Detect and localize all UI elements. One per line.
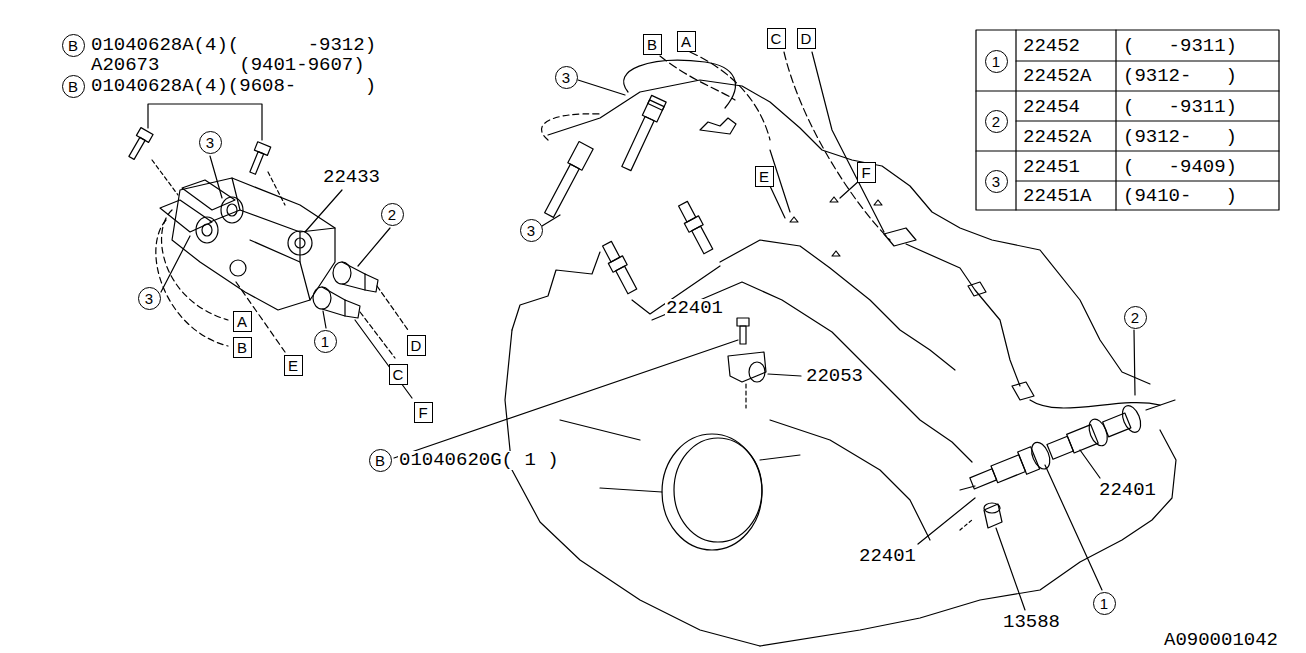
reference-letter: C: [771, 31, 782, 46]
reference-letter-box: C: [767, 28, 786, 49]
callout-circle: 1: [314, 330, 337, 353]
table-cell: 22451A: [1022, 187, 1092, 206]
callout-circle: B: [62, 34, 85, 57]
part-number: 22433: [322, 168, 381, 187]
table-cell: ( -9311): [1122, 37, 1238, 56]
callout-number: 3: [527, 223, 535, 238]
callout-circle: 1: [985, 50, 1008, 73]
callout-number: 1: [321, 334, 329, 349]
reference-letter: A: [237, 314, 247, 329]
reference-letter-box: E: [755, 166, 774, 187]
reference-letter: F: [861, 165, 870, 180]
reference-letter: C: [393, 367, 404, 382]
callout-number: B: [375, 453, 385, 468]
reference-letter-box: B: [643, 34, 662, 55]
callout-circle: 2: [381, 203, 404, 226]
table-cell: (9312- ): [1122, 128, 1238, 147]
part-number: 22401: [858, 547, 917, 566]
reference-letter: E: [759, 169, 769, 184]
reference-letter: F: [418, 405, 427, 420]
table-cell: 22452: [1022, 37, 1081, 56]
callout-circle: 3: [138, 287, 161, 310]
callout-circle: 2: [985, 110, 1008, 133]
reference-letter: B: [647, 37, 657, 52]
reference-letter: B: [237, 340, 247, 355]
part-number: A20673 (9401-9607): [90, 56, 366, 75]
part-number: A090001042: [1163, 631, 1279, 650]
part-number: 22053: [805, 367, 864, 386]
part-number: 13588: [1002, 613, 1061, 632]
reference-letter-box: F: [414, 402, 433, 423]
reference-letter-box: C: [389, 364, 408, 385]
reference-letter: E: [288, 358, 298, 373]
callout-number: 2: [1131, 310, 1139, 325]
reference-letter-box: A: [677, 31, 696, 52]
callout-circle: 3: [520, 219, 543, 242]
callout-number: 3: [206, 135, 214, 150]
table-cell: (9410- ): [1122, 187, 1238, 206]
callout-number: 2: [992, 114, 1000, 129]
callout-circle: B: [62, 75, 85, 98]
part-number: 01040620G( 1 ): [398, 451, 560, 470]
callout-number: B: [68, 79, 78, 94]
callout-circle: 3: [985, 170, 1008, 193]
callout-number: 3: [992, 174, 1000, 189]
table-cell: ( -9311): [1122, 98, 1238, 117]
reference-letter: A: [681, 34, 691, 49]
callout-number: 3: [562, 70, 570, 85]
reference-letter: D: [411, 338, 422, 353]
reference-letter-box: B: [233, 337, 252, 358]
callout-circle: 3: [555, 66, 578, 89]
part-number: 01040628A(4)(9608- ): [90, 77, 377, 96]
callout-number: 1: [992, 54, 1000, 69]
table-cell: ( -9409): [1122, 158, 1238, 177]
callout-number: 2: [388, 207, 396, 222]
callout-number: 3: [145, 291, 153, 306]
reference-letter-box: D: [407, 335, 426, 356]
table-cell: 22451: [1022, 158, 1081, 177]
table-cell: 22454: [1022, 98, 1081, 117]
part-number: 01040628A(4)( -9312): [90, 36, 377, 55]
callout-circle: 3: [199, 131, 222, 154]
reference-letter-box: F: [857, 162, 876, 183]
part-number: 22401: [1098, 481, 1157, 500]
part-number: 22401: [665, 299, 724, 318]
table-cell: 22452A: [1022, 128, 1092, 147]
callout-circle: 2: [1124, 306, 1147, 329]
callout-number: B: [68, 38, 78, 53]
table-cell: (9312- ): [1122, 67, 1238, 86]
callout-number: 1: [1100, 596, 1108, 611]
table-cell: 22452A: [1022, 67, 1092, 86]
reference-letter-box: E: [284, 355, 303, 376]
reference-letter-box: A: [233, 311, 252, 332]
callout-circle: 1: [1093, 592, 1116, 615]
reference-letter: D: [801, 31, 812, 46]
callout-circle: B: [369, 449, 392, 472]
reference-letter-box: D: [797, 28, 816, 49]
